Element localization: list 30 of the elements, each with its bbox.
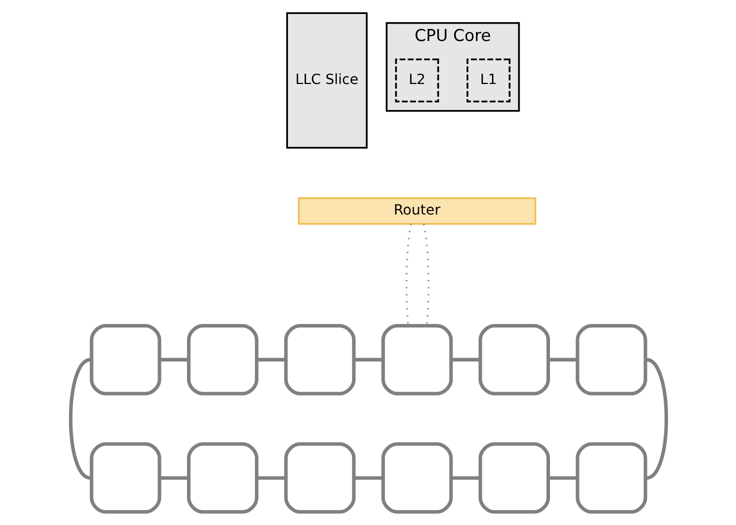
connector — [405, 224, 412, 326]
connector — [354, 358, 383, 362]
node-box: LLC Slice — [286, 12, 368, 149]
connector — [645, 358, 668, 480]
connector — [256, 358, 286, 362]
connector — [450, 358, 480, 362]
node-box — [380, 324, 452, 396]
node-box — [284, 442, 356, 514]
node-box — [380, 442, 452, 514]
node-box: L1 — [466, 58, 510, 102]
node-box — [186, 442, 258, 514]
node-box — [478, 324, 550, 396]
connector — [256, 476, 286, 480]
node-box — [284, 324, 356, 396]
node-box: L2 — [394, 58, 439, 102]
connector — [548, 358, 577, 362]
connector — [159, 358, 188, 362]
node-box — [186, 324, 258, 396]
connector — [354, 476, 383, 480]
node-box — [478, 442, 550, 514]
node-box — [575, 442, 647, 514]
connector — [159, 476, 188, 480]
node-box — [575, 324, 647, 396]
connector — [68, 358, 91, 480]
connector — [450, 476, 480, 480]
node-box — [89, 442, 161, 514]
node-box — [89, 324, 161, 396]
node-box: Router — [297, 197, 536, 225]
connector — [422, 224, 429, 326]
connector — [548, 476, 577, 480]
